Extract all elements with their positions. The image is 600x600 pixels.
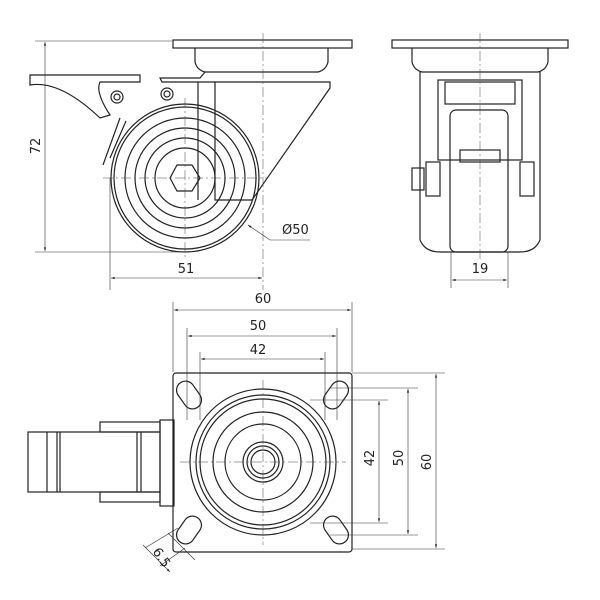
dim-offset: 51 (178, 262, 195, 277)
dim-height: 72 (29, 138, 44, 155)
dim-wheel-width: 19 (472, 262, 489, 277)
brake-top (27, 419, 175, 507)
dim-hole-spacing-outer: 50 (250, 319, 267, 334)
front-view: 19 (391, 33, 569, 288)
dim-slot-width: 6.5 (149, 545, 173, 571)
dim-hole-spacing-inner: 42 (250, 343, 267, 358)
dim-wheel-diameter: Ø50 (282, 223, 309, 238)
dim-plate-height: 60 (420, 454, 435, 471)
top-view: 60 50 42 60 50 42 6.5 (27, 292, 445, 573)
dim-hole-spacing-outer-v: 50 (392, 450, 407, 467)
side-view: 72 51 Ø50 (29, 33, 353, 290)
dim-plate-width: 60 (255, 292, 272, 307)
wheel-front (449, 109, 509, 253)
dim-hole-spacing-inner-v: 42 (363, 450, 378, 467)
